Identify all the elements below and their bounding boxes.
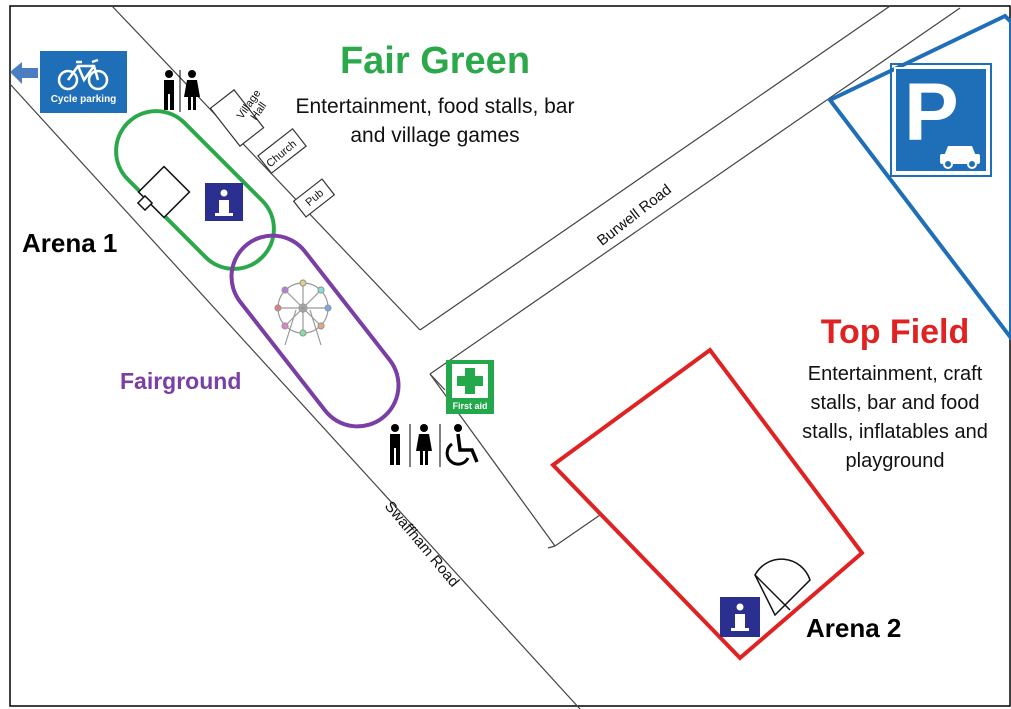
parking-area [826, 13, 1011, 342]
fair-green-title: Fair Green [339, 40, 531, 82]
accessible-toilet-icon [445, 424, 479, 466]
top-field-area [549, 347, 865, 661]
arena1-tent [136, 165, 191, 219]
arena1-track [114, 109, 276, 271]
information-icon [205, 183, 243, 221]
burwell-road [419, 5, 961, 391]
cycle-parking-icon [10, 51, 127, 113]
pub-building [292, 178, 336, 218]
toilets-icon [390, 424, 441, 467]
fairground-track [229, 233, 401, 429]
arena1-label: Arena 1 [22, 228, 118, 258]
ferris-wheel-icon [274, 279, 332, 346]
information-icon [720, 597, 760, 637]
arena2-label: Arena 2 [806, 613, 902, 643]
first-aid-label: First aid [452, 401, 488, 411]
church-building [257, 127, 307, 175]
toilets-icon [164, 70, 200, 112]
arena2-tent [754, 558, 811, 617]
map-border [9, 5, 1011, 707]
top-field-title: Top Field [820, 313, 970, 351]
fair-green-description: Entertainment, food stalls, bar and vill… [295, 95, 575, 147]
access-road [547, 514, 601, 549]
first-aid-icon [446, 360, 494, 414]
svg-text:P: P [904, 67, 959, 158]
parking-icon: P [890, 63, 992, 177]
top-field-description: Entertainment, craft stalls, bar and foo… [802, 363, 988, 472]
fairground-label: Fairground [120, 368, 242, 394]
cycle-parking-label: Cycle parking [50, 94, 117, 105]
village-hall-building [209, 89, 265, 147]
